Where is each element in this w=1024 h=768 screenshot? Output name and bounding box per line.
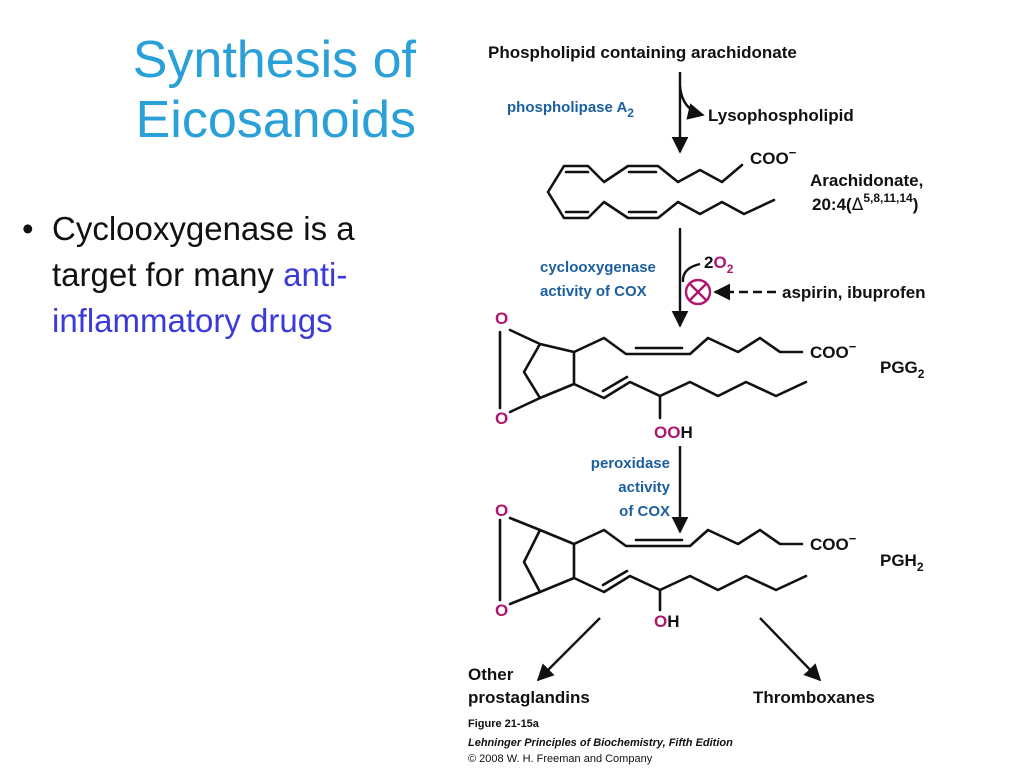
bullet-text-plain: Cyclooxygenase is a target for many xyxy=(52,210,355,293)
thromboxanes-label: Thromboxanes xyxy=(753,688,875,707)
bullet-text: Cyclooxygenase is a target for many anti… xyxy=(22,206,432,344)
arachidonate-formula: 20:4(Δ5,8,11,14) xyxy=(812,191,918,215)
pgg2-oxygen-bottom: O xyxy=(495,409,508,428)
enzyme-peroxidase-line-3: of COX xyxy=(619,503,670,520)
book-caption: Lehninger Principles of Biochemistry, Fi… xyxy=(468,737,733,749)
arachidonate-structure xyxy=(546,163,776,220)
pgg2-structure xyxy=(498,328,808,420)
pgg2-label: PGG2 xyxy=(880,358,925,381)
lysophospholipid-label: Lysophospholipid xyxy=(708,106,854,125)
pgh2-oxygen-bottom: O xyxy=(495,601,508,620)
pgh2-structure xyxy=(498,516,808,612)
bullet-dot: • xyxy=(22,210,34,247)
enzyme-cox-line-1: cyclooxygenase xyxy=(540,259,656,276)
top-compound-label: Phospholipid containing arachidonate xyxy=(488,43,797,62)
pgg2-coo: COO− xyxy=(810,339,857,362)
copyright-caption: © 2008 W. H. Freeman and Company xyxy=(468,753,653,765)
arachidonate-name: Arachidonate, xyxy=(810,171,923,190)
pgg2-oxygen-top: O xyxy=(495,309,508,328)
oxygen-label: 2O2 xyxy=(704,253,734,276)
pgh2-coo: COO− xyxy=(810,531,857,554)
title-line-1: Synthesis of xyxy=(132,31,416,89)
enzyme-phospholipase-label: phospholipase A2 xyxy=(507,99,634,120)
pgh2-hydroxy: OH xyxy=(654,612,680,631)
bullet-text-highlight: anti-inflammatory drugs xyxy=(52,256,348,339)
bullet-point: • Cyclooxygenase is a target for many an… xyxy=(22,206,432,344)
slide-title: Synthesis of Eicosanoids xyxy=(96,30,416,150)
inhibition-icon xyxy=(684,278,712,306)
enzyme-cox-line-2: activity of COX xyxy=(540,283,647,300)
pgg2-hydroperoxy: OOH xyxy=(654,423,693,442)
arrow-lysophospholipid xyxy=(678,85,705,120)
pgh2-label: PGH2 xyxy=(880,551,924,574)
other-prostaglandins-line-2: prostaglandins xyxy=(468,688,590,707)
pgh2-oxygen-top: O xyxy=(495,501,508,520)
figure-caption: Figure 21-15a xyxy=(468,718,540,730)
title-line-2: Eicosanoids xyxy=(135,91,416,149)
oxygen-input-curve xyxy=(681,262,701,283)
enzyme-peroxidase-line-2: activity xyxy=(618,479,670,496)
arachidonate-coo: COO− xyxy=(750,145,797,168)
arrow-to-thromboxanes xyxy=(759,617,822,682)
other-prostaglandins-line-1: Other xyxy=(468,665,514,684)
enzyme-peroxidase-line-1: peroxidase xyxy=(591,455,670,472)
inhibitor-label: aspirin, ibuprofen xyxy=(782,283,926,302)
arrow-to-prostaglandins xyxy=(536,617,601,682)
